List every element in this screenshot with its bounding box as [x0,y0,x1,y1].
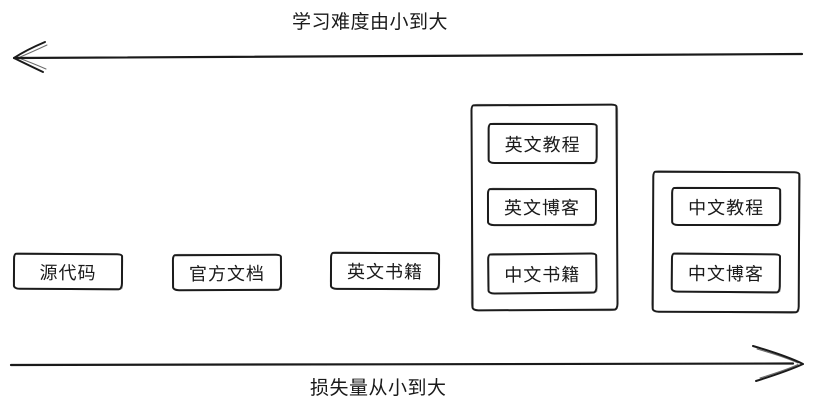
bottom-axis-label: 损失量从小到大 [310,377,447,399]
box-chinese-blogs: 中文博客 [670,252,782,294]
top-arrow-head-overdraw [18,44,48,70]
box-english-blogs: 英文博客 [486,187,598,227]
box-english-books: 英文书籍 [329,251,441,291]
box-english-tutorials: 英文教程 [487,122,598,165]
bottom-arrow-head [752,345,804,382]
top-axis-label: 学习难度由小到大 [292,11,449,33]
box-source-code: 源代码 [12,252,124,291]
box-official-docs: 官方文档 [171,253,283,292]
box-chinese-books: 中文书籍 [487,252,598,295]
group-chinese-resources: 中文教程 中文博客 [651,170,801,314]
top-arrow-line [12,52,804,60]
bottom-arrow-line [9,362,795,367]
group-english-resources: 英文教程 英文博客 中文书籍 [470,103,619,312]
top-arrow-head [13,41,46,73]
bottom-arrow-head-overdraw [756,348,799,379]
box-chinese-tutorials: 中文教程 [671,186,782,227]
